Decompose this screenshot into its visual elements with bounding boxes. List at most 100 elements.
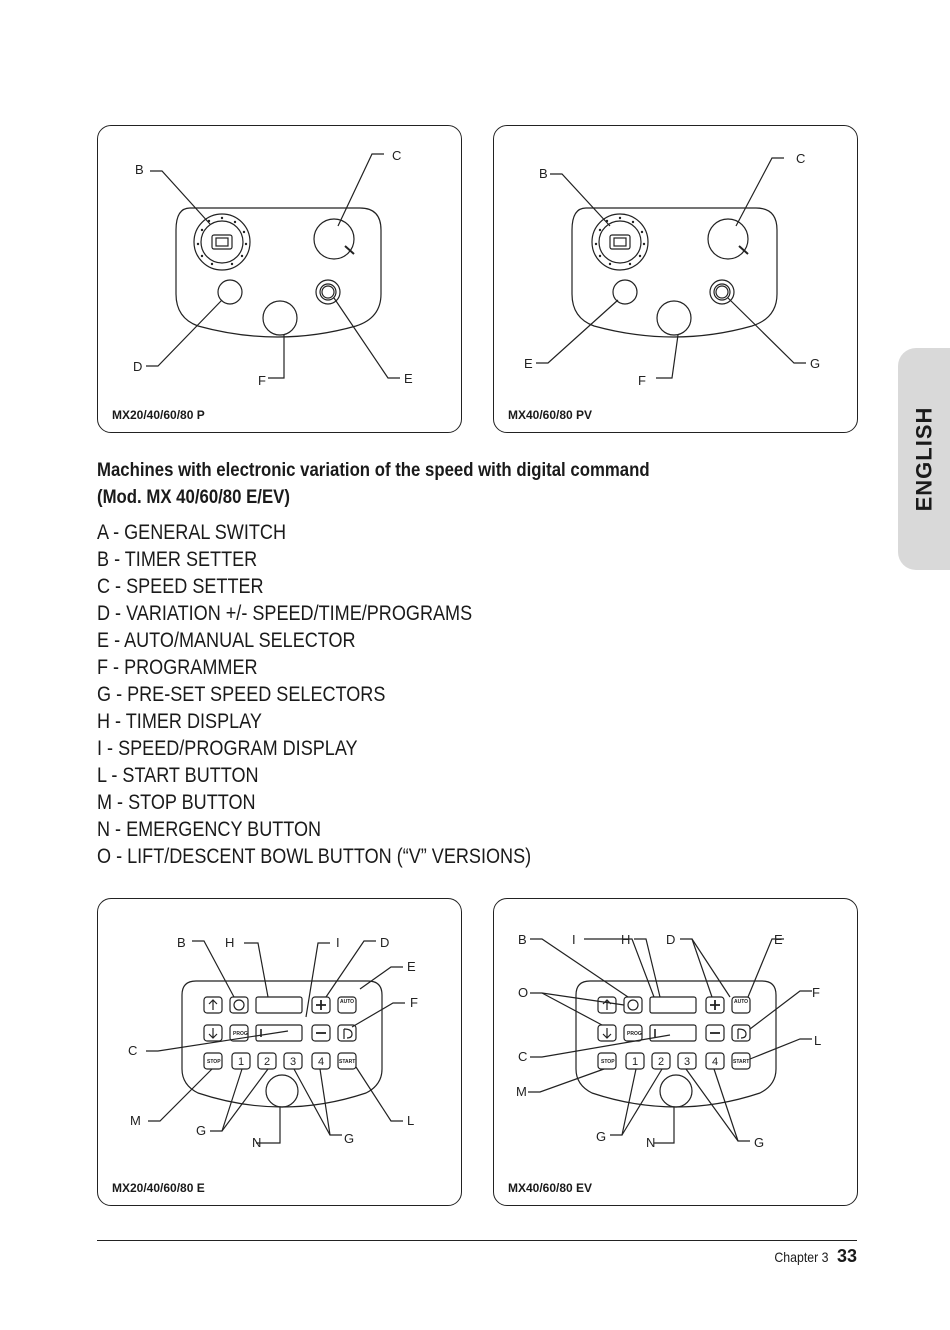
stop-key-label: STOP: [601, 1059, 615, 1065]
key-1-label: 1: [238, 1056, 244, 1068]
panel-caption: MX40/60/80 EV: [508, 1181, 593, 1195]
legend-item-g: G - PRE-SET SPEED SELECTORS: [97, 683, 386, 706]
legend-item-l: L - START BUTTON: [97, 764, 259, 787]
start-key: [337, 1052, 357, 1070]
label-m: M: [516, 1084, 527, 1099]
bowl-down-key: [203, 1024, 223, 1042]
emergency-button: [265, 1074, 299, 1108]
panel-caption: MX40/60/80 PV: [508, 408, 593, 422]
label-g-right: G: [344, 1131, 354, 1146]
label-f: F: [638, 373, 646, 388]
language-tab-background: [898, 348, 950, 570]
label-i: I: [336, 935, 340, 950]
stop-key: [203, 1052, 223, 1070]
diagram-panel-mx-pv: B C E F G MX40/60/80 PV: [493, 125, 858, 433]
start-key: [731, 1052, 751, 1070]
page-number: 33: [836, 1246, 857, 1266]
speed-key-3: [677, 1052, 697, 1070]
label-e: E: [404, 371, 413, 386]
programmer-key: [337, 1024, 357, 1042]
chapter-label: Chapter 3: [774, 1249, 829, 1265]
panel-caption: MX20/40/60/80 P: [112, 408, 205, 422]
footer-divider: [97, 1240, 857, 1241]
diagram-panel-mx-e: STOP PROG START AUTO 1 2 3 4 B H I D E F…: [97, 898, 462, 1206]
label-i: I: [572, 932, 576, 947]
start-key-label: START: [339, 1059, 355, 1065]
legend-item-n: N - EMERGENCY BUTTON: [97, 818, 322, 841]
prog-key-label: PROG: [627, 1031, 642, 1037]
timer-knob: [193, 213, 251, 271]
legend-item-i: I - SPEED/PROGRAM DISPLAY: [97, 737, 358, 760]
control-panel-outline: [571, 207, 778, 338]
page-footer: Chapter 3 33: [767, 1246, 857, 1267]
language-tab: ENGLISH: [898, 348, 950, 570]
legend-item-a: A - GENERAL SWITCH: [97, 521, 286, 544]
label-b: B: [518, 932, 527, 947]
keypad-diagram-ev: STOP PROG START AUTO 1 2 3 4 B I H D E O…: [516, 932, 821, 1150]
general-switch: [612, 279, 638, 305]
programmer-key: [731, 1024, 751, 1042]
timer-knob: [591, 213, 649, 271]
key-2-label: 2: [264, 1056, 270, 1068]
label-c: C: [128, 1043, 137, 1058]
diagram-panel-mx-p: B C D F E MX20/40/60/80 P: [97, 125, 462, 433]
auto-manual-selector: [709, 279, 735, 305]
timer-display: [255, 996, 303, 1014]
minus-key: [705, 1024, 725, 1042]
speed-display: [649, 1024, 697, 1042]
speed-knob: [707, 218, 749, 260]
speed-key-2: [257, 1052, 277, 1070]
label-h: H: [225, 935, 234, 950]
label-d: D: [380, 935, 389, 950]
heading-line-1: Machines with electronic variation of th…: [97, 459, 650, 481]
control-panel-diagram-p: B C D F E: [133, 148, 413, 388]
bowl-down-key: [597, 1024, 617, 1042]
emergency-button: [659, 1074, 693, 1108]
minus-key: [311, 1024, 331, 1042]
control-panel-diagram-pv: B C E F G: [524, 151, 820, 388]
legend-item-h: H - TIMER DISPLAY: [97, 710, 262, 733]
auto-key-label: AUTO: [734, 999, 748, 1005]
general-switch: [217, 279, 243, 305]
speed-display: [255, 1024, 303, 1042]
timer-display: [649, 996, 697, 1014]
label-g-right: G: [754, 1135, 764, 1150]
speed-key-4: [705, 1052, 725, 1070]
plus-key: [705, 996, 725, 1014]
legend-item-f: F - PROGRAMMER: [97, 656, 258, 679]
label-e: E: [774, 932, 783, 947]
label-l: L: [407, 1113, 414, 1128]
diagram-panel-mx-ev: STOP PROG START AUTO 1 2 3 4 B I H D E O…: [493, 898, 858, 1206]
label-c: C: [796, 151, 805, 166]
heading-line-2: (Mod. MX 40/60/80 E/EV): [97, 486, 290, 508]
key-1-label: 1: [632, 1056, 638, 1068]
timer-key: [229, 996, 249, 1014]
label-c: C: [392, 148, 401, 163]
prog-key: [229, 1024, 249, 1042]
stop-key-label: STOP: [207, 1059, 221, 1065]
label-e: E: [524, 356, 533, 371]
speed-key-4: [311, 1052, 331, 1070]
label-d: D: [133, 359, 142, 374]
label-c: C: [518, 1049, 527, 1064]
label-f: F: [812, 985, 820, 1000]
label-g-left: G: [596, 1129, 606, 1144]
label-g-left: G: [196, 1123, 206, 1138]
language-tab-label: ENGLISH: [911, 406, 937, 512]
label-e: E: [407, 959, 416, 974]
label-b: B: [177, 935, 186, 950]
auto-key-label: AUTO: [340, 999, 354, 1005]
legend-item-c: C - SPEED SETTER: [97, 575, 264, 598]
auto-key: [337, 996, 357, 1014]
bowl-up-key: [597, 996, 617, 1014]
legend-item-m: M - STOP BUTTON: [97, 791, 256, 814]
keypad-outline: [181, 980, 383, 1108]
keypad-outline: [575, 980, 777, 1108]
legend-item-e: E - AUTO/MANUAL SELECTOR: [97, 629, 356, 652]
label-g: G: [810, 356, 820, 371]
speed-key-1: [231, 1052, 251, 1070]
plus-key: [311, 996, 331, 1014]
legend-item-d: D - VARIATION +/- SPEED/TIME/PROGRAMS: [97, 602, 473, 625]
key-3-label: 3: [684, 1056, 690, 1068]
section-heading: Machines with electronic variation of th…: [97, 457, 716, 511]
